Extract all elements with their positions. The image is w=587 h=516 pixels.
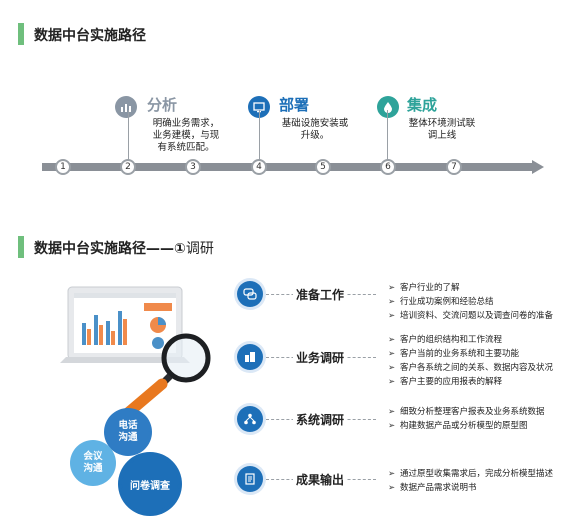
page-title: 数据中台实施路径 (34, 28, 146, 44)
phase-description: 基础设施安装或 升级。 (281, 118, 349, 141)
row-icon-wrap (237, 281, 263, 307)
phase-name: 部署 (279, 96, 310, 114)
timeline-tick (259, 110, 260, 160)
row-icon-wrap (237, 344, 263, 370)
document-icon (237, 466, 263, 492)
row-icon-wrap (237, 406, 263, 432)
title-accent-bar (18, 236, 24, 258)
network-icon (237, 406, 263, 432)
timeline-step: 5 (315, 159, 331, 175)
timeline-bar (42, 163, 532, 171)
bar-chart-icon (115, 96, 137, 118)
timeline-step: 1 (55, 159, 71, 175)
chat-icon (237, 281, 263, 307)
timeline-tick (128, 110, 129, 160)
gear-phone-communication: 电话 沟通 (104, 408, 152, 456)
timeline-step: 2 (120, 159, 136, 175)
section-title: 数据中台实施路径——①调研 (34, 241, 214, 257)
phase-name: 集成 (407, 96, 438, 114)
row-bullets: ➢客户的组织结构和工作流程 ➢客户当前的业务系统和主要功能 ➢客户各系统之间的关… (388, 335, 554, 387)
laptop-illustration (60, 286, 190, 363)
gear-label: 电话 沟通 (118, 420, 138, 443)
row-title: 系统调研 (293, 411, 348, 428)
phase-integrate (377, 96, 399, 118)
row-bullets: ➢客户行业的了解 ➢行业成功案例和经验总结 ➢培训资料、交流问题以及调查问卷的准… (388, 283, 554, 321)
gear-label: 会议 沟通 (83, 451, 103, 474)
timeline-step: 7 (446, 159, 462, 175)
timeline-step: 6 (380, 159, 396, 175)
water-drop-icon (377, 96, 399, 118)
timeline-tick (387, 110, 388, 160)
phase-analysis (115, 96, 137, 118)
row-title: 准备工作 (293, 286, 348, 303)
phase-description: 明确业务需求， 业务建模，与现 有系统匹配。 (152, 118, 220, 153)
phase-name: 分析 (147, 96, 178, 114)
row-bullets: ➢通过原型收集需求后，完成分析模型描述 ➢数据产品需求说明书 (388, 469, 554, 493)
timeline-step: 4 (251, 159, 267, 175)
gear-label: 问卷调查 (130, 480, 170, 492)
gear-survey: 问卷调查 (118, 452, 182, 516)
building-icon (237, 344, 263, 370)
title-accent-bar (18, 23, 24, 45)
timeline-arrow-head (532, 160, 544, 174)
row-bullets: ➢细致分析整理客户报表及业务系统数据 ➢构建数据产品或分析模型的原型图 (388, 407, 545, 431)
row-icon-wrap (237, 466, 263, 492)
gear-meeting-communication: 会议 沟通 (70, 440, 116, 486)
timeline-step: 3 (185, 159, 201, 175)
phase-description: 整体环境测试联 调上线 (408, 118, 476, 141)
row-title: 成果输出 (293, 471, 348, 488)
row-title: 业务调研 (293, 349, 348, 366)
